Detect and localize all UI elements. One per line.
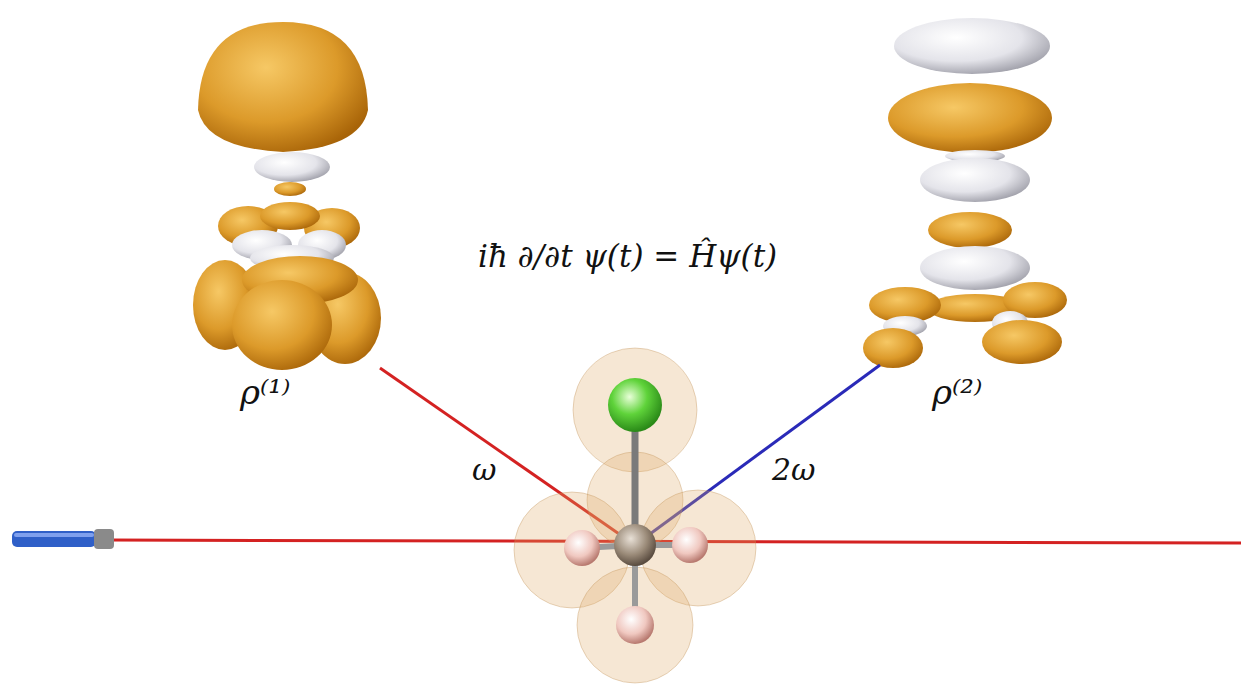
density-label: ρ⁽¹⁾ <box>240 372 290 413</box>
illustration-part <box>863 328 923 368</box>
illustration-part <box>672 527 708 563</box>
illustration-part <box>274 182 306 196</box>
density-label: ρ⁽²⁾ <box>932 372 982 413</box>
illustration-part <box>564 530 600 566</box>
illustration-part <box>920 246 1030 290</box>
equation: iħ ∂/∂t ψ(t) = Ĥψ(t) <box>478 238 777 275</box>
light-source <box>12 529 114 549</box>
illustration-part <box>198 22 368 152</box>
illustration-part <box>94 529 114 549</box>
frequency-label: 2ω <box>772 452 816 488</box>
illustration-part <box>920 158 1030 202</box>
illustration-part <box>616 606 654 644</box>
molecule-density-cloud <box>514 348 756 683</box>
illustration-part <box>608 378 662 432</box>
illustration-part <box>888 83 1052 153</box>
illustration-part <box>614 524 656 566</box>
illustration-part <box>260 202 320 230</box>
illustration-part <box>928 212 1012 248</box>
illustration-part <box>232 280 332 370</box>
illustration-part <box>14 533 94 537</box>
illustration-part <box>12 531 96 547</box>
illustration-part <box>982 320 1062 364</box>
density-isosurface-first-order <box>193 22 381 370</box>
chloromethane-molecule <box>564 378 708 644</box>
density-isosurface-second-order <box>863 18 1067 368</box>
frequency-label: ω <box>472 452 496 488</box>
illustration-part <box>254 152 330 182</box>
illustration-part <box>894 18 1050 74</box>
